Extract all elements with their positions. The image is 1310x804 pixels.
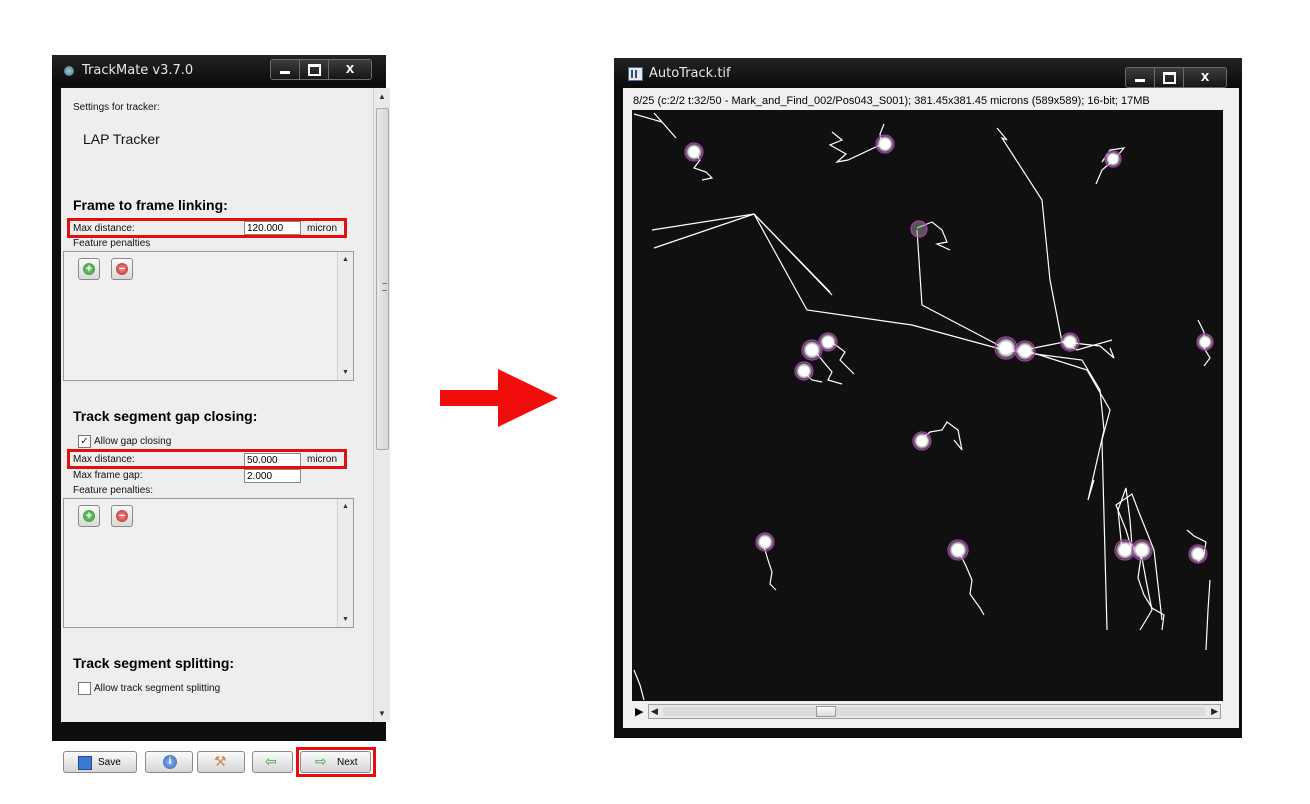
- gap-add-penalty-button[interactable]: +: [78, 505, 100, 527]
- feature-penalties-label: Feature penalties: [73, 238, 151, 249]
- back-arrow-icon: ⇦: [265, 753, 277, 769]
- slider-right-arrow[interactable]: ▶: [1211, 706, 1218, 716]
- tracker-settings-panel: Settings for tracker: LAP Tracker Frame …: [61, 88, 373, 722]
- info-icon: i: [163, 755, 177, 769]
- imagej-window-controls: x: [1125, 67, 1227, 88]
- feature-penalties-list[interactable]: ▲▼: [63, 251, 354, 381]
- max-distance-unit: micron: [307, 223, 338, 234]
- next-button[interactable]: ⇨ Next: [300, 751, 371, 773]
- frame-slider-row: ▶ ◀ ▶: [632, 703, 1223, 721]
- info-button[interactable]: i: [145, 751, 193, 773]
- trackmate-title: TrackMate v3.7.0: [82, 63, 194, 78]
- imagej-title: AutoTrack.tif: [649, 66, 731, 81]
- slider-track: [663, 707, 1205, 716]
- allow-gap-closing-label: Allow gap closing: [94, 436, 172, 447]
- save-button[interactable]: Save: [63, 751, 137, 773]
- tools-button[interactable]: ⚒: [197, 751, 245, 773]
- spot-markers: [684, 134, 1214, 564]
- allow-splitting-label: Allow track segment splitting: [94, 683, 221, 694]
- scroll-up-arrow[interactable]: ▲: [378, 92, 386, 101]
- slider-left-arrow[interactable]: ◀: [651, 706, 658, 716]
- gap-feature-penalties-label: Feature penalties:: [73, 485, 154, 496]
- image-info-bar: 8/25 (c:2/2 t:32/50 - Mark_and_Find_002/…: [633, 95, 1150, 107]
- trackmate-window-controls: x: [270, 59, 372, 80]
- gap-max-distance-label: Max distance:: [73, 454, 135, 465]
- allow-splitting-checkbox[interactable]: [78, 682, 91, 695]
- slider-thumb[interactable]: [816, 706, 836, 717]
- save-icon: [78, 756, 92, 770]
- tracks-overlay: [633, 112, 1214, 701]
- close-button[interactable]: x: [1184, 68, 1226, 87]
- splitting-heading: Track segment splitting:: [73, 655, 235, 671]
- panel-scrollbar[interactable]: ▲ ▼: [373, 88, 390, 722]
- play-icon[interactable]: ▶: [635, 706, 644, 718]
- max-frame-gap-input[interactable]: 2.000: [244, 469, 301, 483]
- maximize-button[interactable]: [1155, 68, 1184, 87]
- add-penalty-button[interactable]: +: [78, 258, 100, 280]
- right-arrow-icon: [440, 369, 558, 427]
- remove-penalty-button[interactable]: −: [111, 258, 133, 280]
- scroll-thumb[interactable]: [376, 108, 389, 450]
- gap-max-distance-unit: micron: [307, 454, 338, 465]
- trackmate-window: TrackMate v3.7.0 x Settings for tracker:…: [52, 55, 390, 777]
- frame-slider[interactable]: ◀ ▶: [648, 704, 1221, 719]
- remove-icon: −: [116, 510, 128, 522]
- remove-icon: −: [116, 263, 128, 275]
- allow-gap-closing-checkbox[interactable]: ✓: [78, 435, 91, 448]
- minimize-button[interactable]: [1126, 68, 1155, 87]
- tracker-name: LAP Tracker: [83, 131, 160, 147]
- minimize-button[interactable]: [271, 60, 300, 79]
- frame-linking-heading: Frame to frame linking:: [73, 197, 228, 213]
- back-button[interactable]: ⇦: [252, 751, 293, 773]
- gap-remove-penalty-button[interactable]: −: [111, 505, 133, 527]
- max-distance-label: Max distance:: [73, 223, 135, 234]
- scroll-down-arrow[interactable]: ▼: [378, 709, 386, 718]
- max-distance-highlight: [67, 218, 347, 238]
- list-scrollbar[interactable]: ▲▼: [337, 252, 353, 380]
- max-frame-gap-label: Max frame gap:: [73, 470, 143, 481]
- image-canvas[interactable]: [632, 110, 1223, 701]
- add-icon: +: [83, 510, 95, 522]
- gap-list-scrollbar[interactable]: ▲▼: [337, 499, 353, 627]
- gap-feature-penalties-list[interactable]: ▲▼: [63, 498, 354, 628]
- gap-closing-heading: Track segment gap closing:: [73, 408, 258, 424]
- trackmate-icon: [64, 66, 74, 76]
- maximize-button[interactable]: [300, 60, 329, 79]
- add-icon: +: [83, 263, 95, 275]
- next-arrow-icon: ⇨: [315, 753, 327, 769]
- settings-label: Settings for tracker:: [73, 102, 160, 113]
- close-button[interactable]: x: [329, 60, 371, 79]
- imagej-icon: [628, 67, 643, 81]
- gap-max-distance-highlight: [67, 449, 347, 469]
- max-distance-input[interactable]: 120.000: [244, 221, 301, 235]
- wrench-icon: ⚒: [214, 753, 227, 769]
- next-button-highlight: [296, 747, 376, 777]
